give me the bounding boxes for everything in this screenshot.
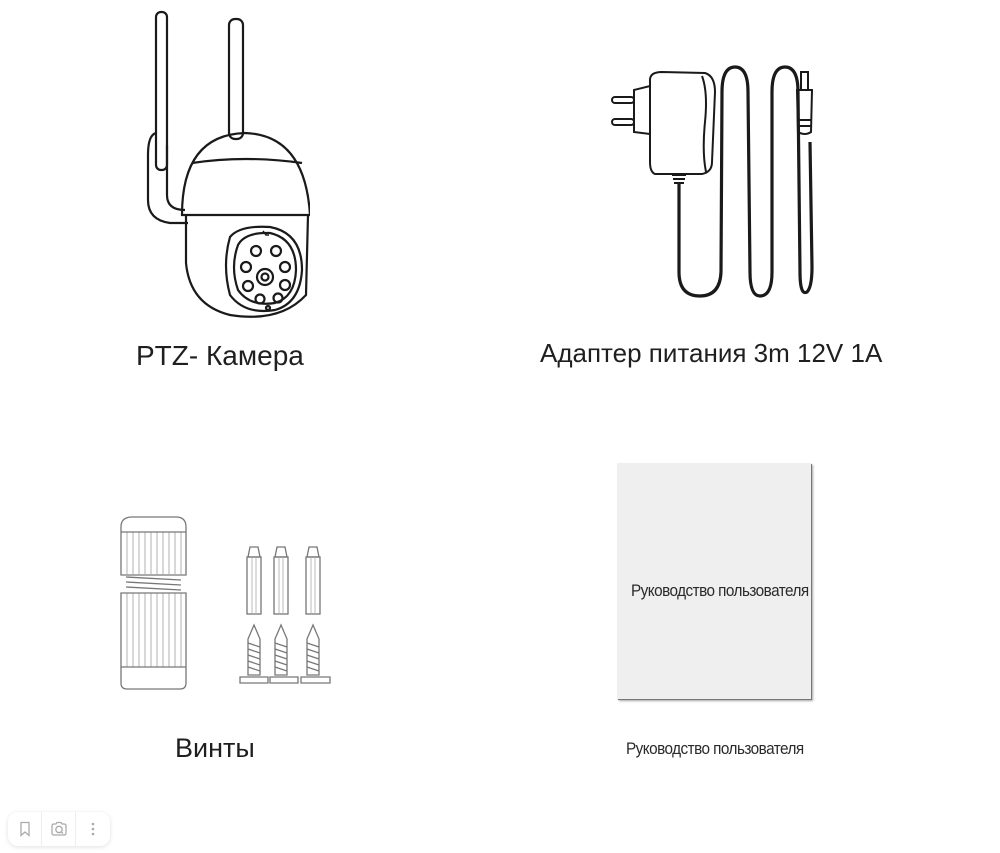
bookmark-button[interactable] — [8, 812, 42, 846]
manual-cover-text: Руководство пользователя — [631, 581, 809, 600]
visual-search-button[interactable] — [42, 812, 76, 846]
user-manual-illustration: Руководство пользователя — [617, 463, 811, 699]
visual-search-icon — [50, 821, 68, 837]
camera-caption: PTZ- Камера — [136, 340, 304, 371]
adapter-caption: Адаптер питания 3m 12V 1A — [540, 338, 883, 368]
screws-caption: Винты — [175, 733, 255, 763]
more-options-icon — [91, 821, 95, 837]
manual-caption: Руководство пользователя — [626, 739, 804, 758]
screws-and-anchors-illustration — [118, 515, 334, 693]
more-options-button[interactable] — [76, 812, 110, 846]
power-adapter-illustration — [610, 62, 820, 302]
ptz-camera-illustration — [130, 5, 310, 325]
floating-image-toolbar — [8, 812, 110, 846]
bookmark-icon — [18, 821, 32, 837]
